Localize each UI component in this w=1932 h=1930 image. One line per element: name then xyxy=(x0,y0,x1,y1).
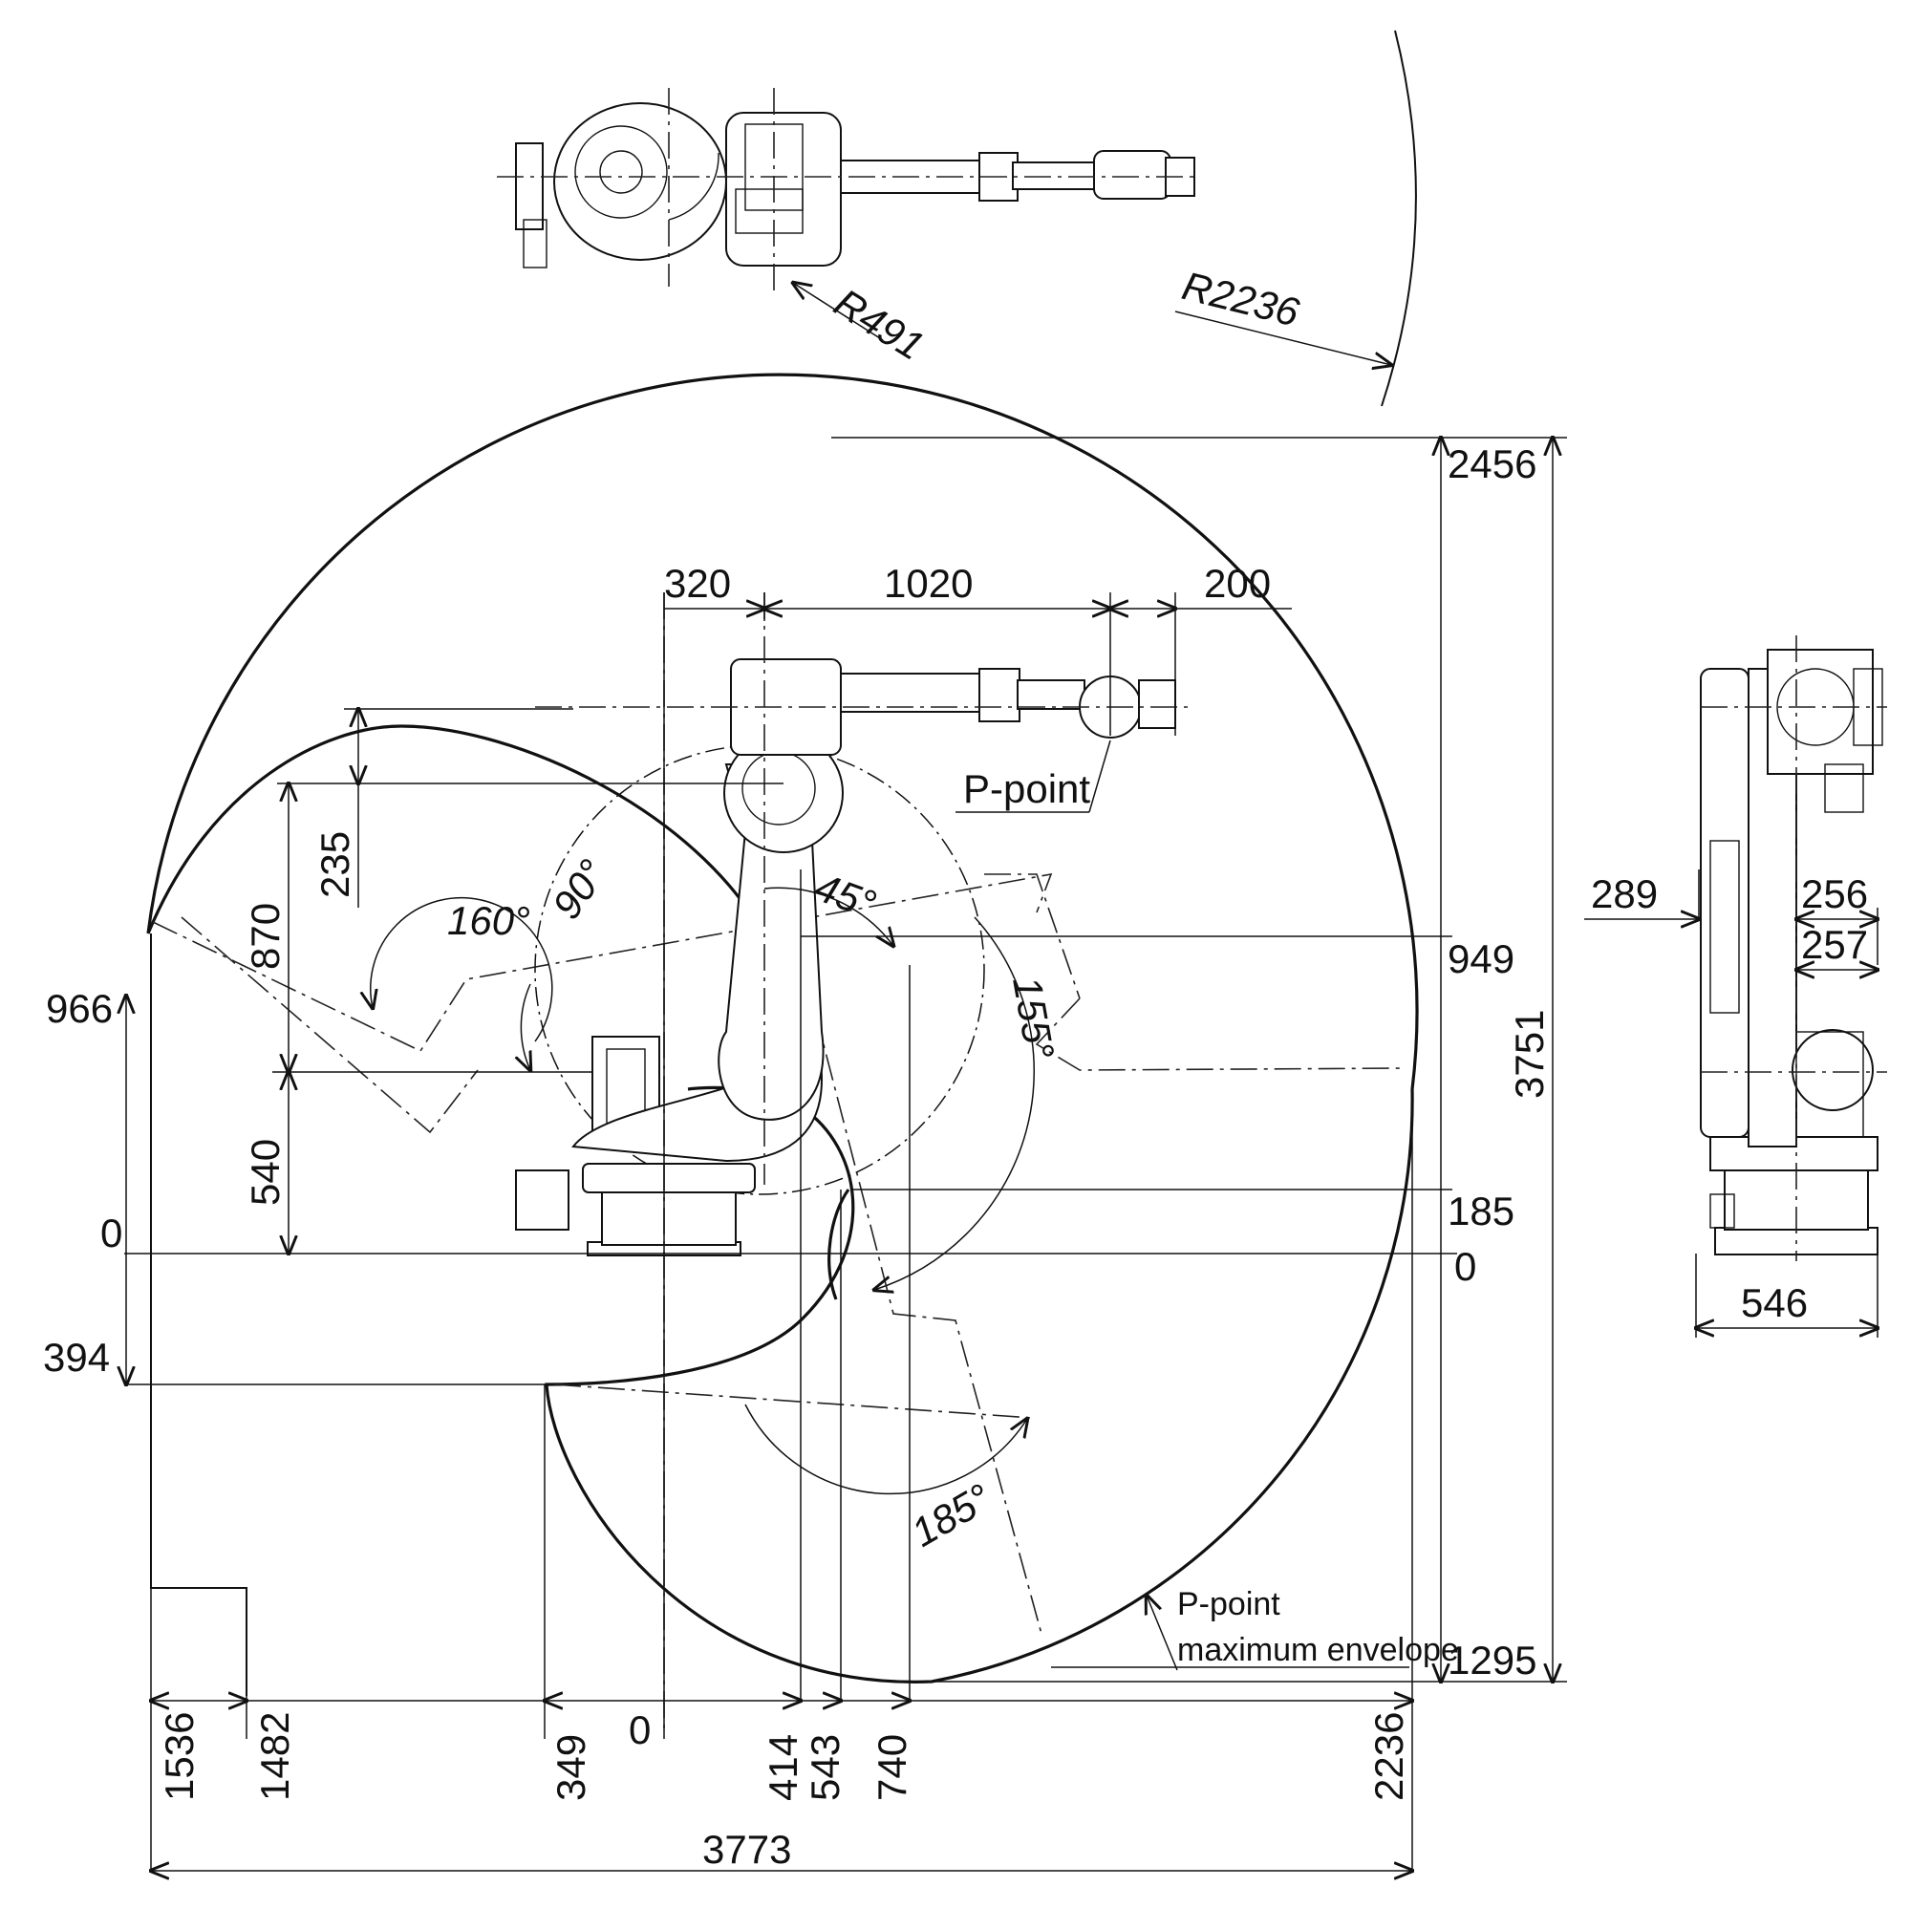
p-point-label: P-point xyxy=(963,766,1090,811)
end-dim-546: 546 xyxy=(1741,1280,1808,1325)
level-394: 394 xyxy=(43,1335,110,1380)
dim-540: 540 xyxy=(243,1139,288,1206)
level-949: 949 xyxy=(1448,936,1514,981)
angle-90: 90° xyxy=(544,851,615,927)
end-dim-257: 257 xyxy=(1801,922,1868,967)
level-0-left: 0 xyxy=(100,1211,122,1255)
end-dim-256: 256 xyxy=(1801,871,1868,916)
dim-1020: 1020 xyxy=(884,561,973,606)
total-height: 3751 xyxy=(1507,1010,1552,1099)
dim-235: 235 xyxy=(312,831,357,898)
envelope-label-2: maximum envelope xyxy=(1177,1632,1459,1668)
total-width: 3773 xyxy=(702,1827,791,1872)
level-2456: 2456 xyxy=(1448,441,1536,486)
dim-320: 320 xyxy=(664,561,731,606)
level-1295: 1295 xyxy=(1448,1638,1536,1683)
angle-185: 185° xyxy=(904,1475,998,1555)
radius-outer-label: R2236 xyxy=(1178,263,1304,335)
bottom-740: 740 xyxy=(869,1734,914,1801)
bottom-1536: 1536 xyxy=(157,1712,202,1801)
side-view: 320 1020 200 235 870 540 966 0 394 2456 … xyxy=(43,373,1567,1873)
angle-160: 160° xyxy=(447,898,530,943)
end-dim-289: 289 xyxy=(1591,871,1658,916)
envelope-label-1: P-point xyxy=(1177,1586,1280,1622)
level-185: 185 xyxy=(1448,1189,1514,1233)
bottom-2236: 2236 xyxy=(1366,1712,1411,1801)
angle-155: 155° xyxy=(1004,973,1063,1062)
angle-45: 45° xyxy=(809,864,882,927)
level-966: 966 xyxy=(46,986,113,1031)
bottom-414: 414 xyxy=(761,1734,805,1801)
bottom-0: 0 xyxy=(629,1707,651,1752)
dim-200: 200 xyxy=(1204,561,1271,606)
dim-870: 870 xyxy=(243,903,288,970)
bottom-543: 543 xyxy=(803,1734,848,1801)
top-view: R491 R2236 xyxy=(497,30,1417,407)
end-view: 289 256 257 546 xyxy=(1584,635,1887,1338)
radius-inner-label: R491 xyxy=(826,280,932,369)
bottom-1482: 1482 xyxy=(252,1712,297,1801)
bottom-349: 349 xyxy=(548,1734,593,1801)
level-0-right: 0 xyxy=(1454,1244,1476,1289)
